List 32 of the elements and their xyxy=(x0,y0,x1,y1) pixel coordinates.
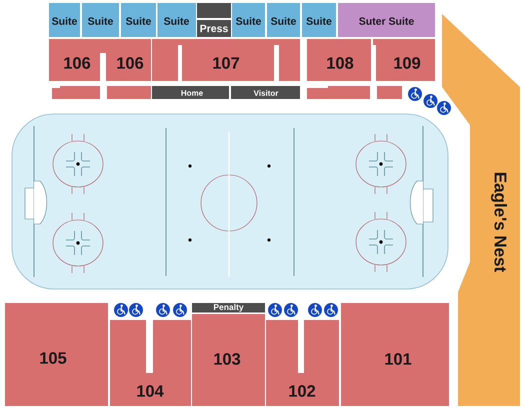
node-label: 107 xyxy=(213,57,240,69)
seating-section: 102 xyxy=(266,320,339,406)
seating-section: 105 xyxy=(5,303,108,406)
node-label: 103 xyxy=(214,353,240,365)
seating-section: 103 xyxy=(192,314,265,406)
node-label: 106 xyxy=(117,57,144,69)
press-block xyxy=(197,3,231,18)
seating-section xyxy=(107,86,151,99)
penalty-box: Penalty xyxy=(192,303,265,312)
standing-area: Eagle's Nest xyxy=(442,14,520,406)
seating-section: 104 xyxy=(110,320,191,406)
suite-box: Suite xyxy=(232,3,265,37)
team-bench: Home xyxy=(152,86,229,99)
seating-section: 101 xyxy=(341,303,449,406)
press-box: Press xyxy=(197,20,231,37)
seating-section: 106 xyxy=(49,39,106,81)
seating-section: 109 xyxy=(373,39,435,81)
team-bench: Visitor xyxy=(231,86,300,99)
suite-box: Suite xyxy=(267,3,300,37)
suite-box: Suite xyxy=(158,3,196,37)
seating-section: 108 xyxy=(307,39,371,81)
suite-box: Suter Suite xyxy=(338,3,435,37)
node-label: 102 xyxy=(289,385,316,397)
seating-section xyxy=(307,86,370,99)
suite-box: Suite xyxy=(49,3,80,37)
seating-section xyxy=(377,86,402,99)
suite-box: Suite xyxy=(121,3,156,37)
seating-section xyxy=(52,86,100,99)
suite-box: Suite xyxy=(302,3,336,37)
seating-section: 106 xyxy=(106,39,151,81)
suite-box: Suite xyxy=(82,3,119,37)
node-label: 104 xyxy=(137,385,164,397)
